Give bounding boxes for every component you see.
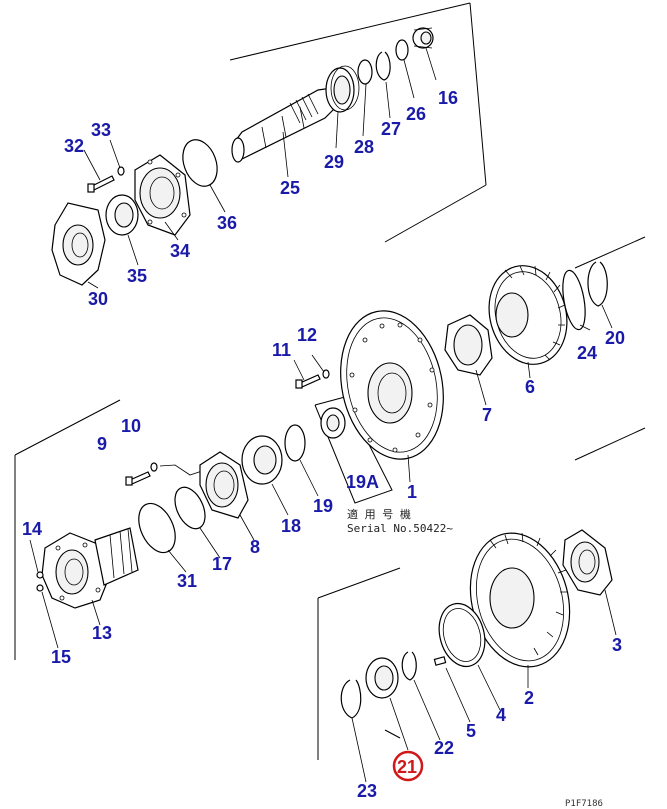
- label-14[interactable]: 14: [22, 519, 42, 539]
- label-3[interactable]: 3: [612, 635, 622, 655]
- label-6[interactable]: 6: [525, 377, 535, 397]
- part-17-ring: [174, 486, 206, 530]
- part-15-nut: [36, 584, 44, 592]
- label-26[interactable]: 26: [406, 104, 426, 124]
- label-15[interactable]: 15: [51, 647, 71, 667]
- part-28-ring: [357, 59, 373, 85]
- label-27[interactable]: 27: [381, 119, 401, 139]
- part-21-bearing: [365, 657, 399, 699]
- label-19a[interactable]: 19A: [346, 472, 379, 492]
- part-22-snap-ring: [401, 651, 417, 681]
- label-30[interactable]: 30: [88, 289, 108, 309]
- label-21[interactable]: 21: [397, 757, 417, 777]
- label-10[interactable]: 10: [121, 416, 141, 436]
- highlight-circle-21: [392, 750, 424, 782]
- part-35-bearing: [105, 194, 139, 236]
- label-16[interactable]: 16: [438, 88, 458, 108]
- label-2[interactable]: 2: [524, 688, 534, 708]
- label-13[interactable]: 13: [92, 623, 112, 643]
- part-26-ring: [395, 39, 409, 61]
- part-29-bearing: [325, 65, 360, 113]
- label-1[interactable]: 1: [407, 482, 417, 502]
- part-30-flange: [51, 202, 106, 286]
- part-11-bolt: [295, 374, 321, 389]
- label-25[interactable]: 25: [280, 178, 300, 198]
- part-8-cover: [199, 451, 249, 519]
- label-9[interactable]: 9: [97, 434, 107, 454]
- label-20[interactable]: 20: [605, 328, 625, 348]
- label-31[interactable]: 31: [177, 571, 197, 591]
- label-36[interactable]: 36: [217, 213, 237, 233]
- part-12-washer: [322, 369, 330, 379]
- label-22[interactable]: 22: [434, 738, 454, 758]
- note-applicable-jp: 適 用 号 機: [347, 507, 411, 521]
- part-1-gear-plate: [340, 310, 444, 460]
- part-23-snap-ring: [340, 679, 362, 719]
- label-17[interactable]: 17: [212, 554, 232, 574]
- part-2-housing: [469, 532, 571, 668]
- label-5[interactable]: 5: [466, 721, 476, 741]
- label-29[interactable]: 29: [324, 152, 344, 172]
- label-35[interactable]: 35: [127, 266, 147, 286]
- part-5-pin: [433, 656, 447, 666]
- label-12[interactable]: 12: [297, 325, 317, 345]
- part-labels: 16 26 27 28 29 25 36 34 35 30 32 33 12 1…: [22, 88, 625, 801]
- part-14-nut: [36, 571, 44, 579]
- part-4-plate: [438, 602, 486, 668]
- serial-note: 適 用 号 機 Serial No.50422~: [347, 507, 453, 535]
- part-3-cover: [562, 529, 613, 596]
- part-6-ring-gear: [488, 265, 568, 365]
- label-8[interactable]: 8: [250, 537, 260, 557]
- part-13-hub: [41, 527, 139, 609]
- frame-lines: [14, 2, 646, 760]
- note-serial: Serial No.50422~: [347, 522, 453, 535]
- label-28[interactable]: 28: [354, 137, 374, 157]
- label-23[interactable]: 23: [357, 781, 377, 801]
- label-4[interactable]: 4: [496, 705, 506, 725]
- label-32[interactable]: 32: [64, 136, 84, 156]
- part-19a-seal: [320, 407, 346, 439]
- part-7-carrier: [444, 314, 493, 376]
- drawing-code: P1F7186: [565, 799, 603, 809]
- label-34[interactable]: 34: [170, 241, 190, 261]
- part-33-washer: [117, 166, 125, 176]
- part-16-collar: [412, 27, 434, 49]
- part-24-ring: [562, 269, 586, 331]
- label-33[interactable]: 33: [91, 120, 111, 140]
- label-18[interactable]: 18: [281, 516, 301, 536]
- label-19[interactable]: 19: [313, 496, 333, 516]
- part-10-washer: [150, 462, 158, 472]
- part-9-bolt: [125, 471, 151, 486]
- part-32-bolt: [87, 175, 115, 193]
- part-27-snap-ring: [375, 51, 391, 81]
- leader-lines: [29, 47, 617, 783]
- label-11[interactable]: 11: [272, 340, 291, 360]
- part-34-cover: [134, 154, 191, 236]
- part-31-o-ring: [138, 502, 176, 554]
- part-20-snap-ring: [587, 261, 608, 307]
- label-7[interactable]: 7: [482, 405, 492, 425]
- part-36-o-ring: [182, 139, 218, 187]
- label-24[interactable]: 24: [577, 343, 597, 363]
- part-18-bearing: [241, 435, 283, 485]
- part-19-ring: [284, 424, 306, 462]
